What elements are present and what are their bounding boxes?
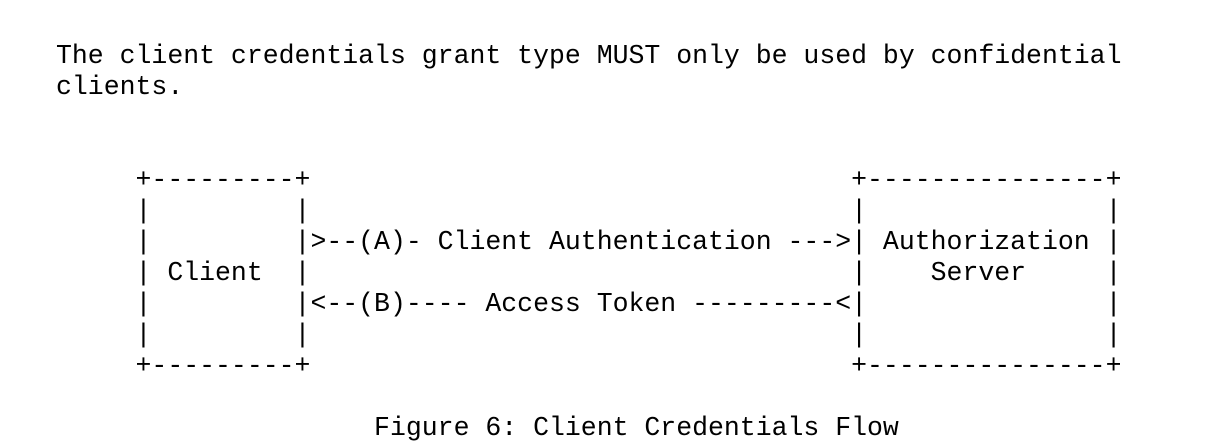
diagram-row-client-authentication: | |>--(A)- Client Authentication --->| A…	[56, 227, 1122, 257]
diagram-row: | | | |	[56, 320, 1122, 350]
figure-caption: Figure 6: Client Credentials Flow	[56, 413, 899, 443]
diagram-row-access-token: | |<--(B)---- Access Token ---------<| |	[56, 289, 1122, 319]
document-body: The client credentials grant type MUST o…	[56, 41, 1121, 444]
paragraph-line-1: The client credentials grant type MUST o…	[56, 41, 1122, 71]
diagram-top-border: +---------+ +---------------+	[56, 165, 1122, 195]
paragraph-line-2: clients.	[56, 72, 184, 102]
diagram-row-client-label: | Client | | Server |	[56, 258, 1122, 288]
blank-line	[56, 103, 1121, 134]
ascii-flow-diagram: +---------+ +---------------+ | | | | | …	[56, 165, 1122, 382]
blank-line	[56, 134, 1121, 165]
diagram-bottom-border: +---------+ +---------------+	[56, 351, 1122, 381]
blank-line	[56, 382, 1121, 413]
diagram-row: | | | |	[56, 196, 1122, 226]
